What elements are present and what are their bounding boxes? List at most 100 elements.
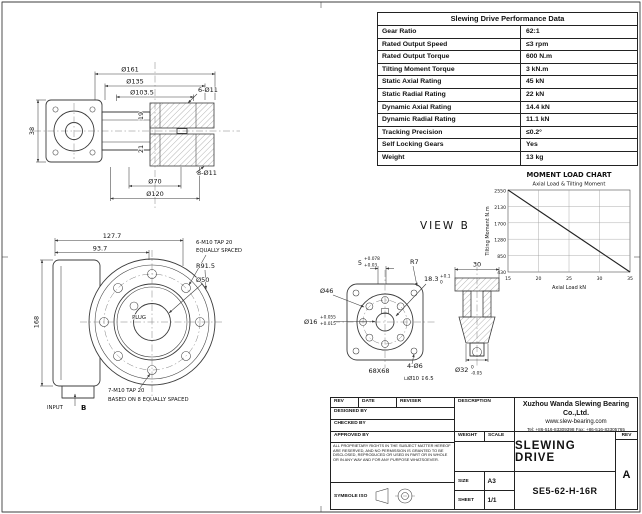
dim-168: 168 xyxy=(33,316,41,328)
row-value: 62:1 xyxy=(526,28,540,35)
row-value: 14.4 kN xyxy=(526,103,550,111)
chart-xtick-1: 20 xyxy=(536,276,542,282)
company-name: Xuzhou Wanda Slewing Bearing Co.,Ltd. xyxy=(522,401,630,417)
dim-19: 19 xyxy=(137,112,145,120)
table-row: Tracking Precision ≤0.2° xyxy=(378,126,637,140)
chart-moment-line xyxy=(507,189,631,273)
row-label: Self Locking Gears xyxy=(378,139,521,151)
dim-key-tol-dn: +0.03 xyxy=(364,263,377,269)
table-row: Static Axial Rating 45 kN xyxy=(378,76,637,89)
row-value: 3 kN.m xyxy=(526,65,549,73)
revision-column: REV A xyxy=(615,432,637,509)
size-value: A3 xyxy=(484,472,514,491)
rev-column-value: A xyxy=(622,468,631,481)
performance-table-title: Slewing Drive Performance Data xyxy=(378,13,637,26)
dim-d32: Ø32 xyxy=(455,366,468,374)
dim-4-holes: 4-Ø6 xyxy=(407,362,423,370)
chart-ytick-3: 1280 xyxy=(494,238,506,244)
dim-key-tol-up: +0.078 xyxy=(364,256,380,262)
chart-ytick-1: 2130 xyxy=(494,205,506,211)
note-7-m10: 7-M10 TAP 20 xyxy=(108,388,145,394)
side-section-view: Ø161 Ø135 Ø103.5 6-Ø11 38 19 21 Ø70 xyxy=(27,62,240,208)
part-number-row: SIZE A3 SHEET 1/1 SE5-62-H-16R xyxy=(455,472,615,509)
projection-symbol-icon xyxy=(376,488,416,504)
row-value: ≤3 rpm xyxy=(526,40,549,48)
row-value: ≤0.2° xyxy=(526,128,542,136)
chart-ytick-0: 2550 xyxy=(494,189,506,195)
dim-r91-5: R91.5 xyxy=(196,262,215,270)
dim-d32-tol-dn: -0.05 xyxy=(471,371,482,377)
row-label: Static Radial Rating xyxy=(378,88,521,101)
dim-d50: Ø50 xyxy=(196,276,209,284)
proprietary-notice: ALL PROPRIETARY RIGHTS IN THE SUBJECT MA… xyxy=(331,443,454,483)
row-label: Static Axial Rating xyxy=(378,76,521,88)
scale-label: SCALE xyxy=(488,433,505,438)
title-block-lower: WEIGHT SCALE SLEWING DRIVE SIZE A3 SHEET xyxy=(455,432,637,509)
dim-127-7: 127.7 xyxy=(103,232,122,240)
dim-d161: Ø161 xyxy=(121,66,139,74)
designed-by-cell: DESIGNED BY xyxy=(331,408,454,420)
weight-scale-values xyxy=(455,442,514,471)
sheet-label: SHEET xyxy=(455,490,485,509)
section-detail-view: 30 Ø32 0 -0.05 xyxy=(454,260,500,377)
row-value: 600 N.m xyxy=(526,53,553,61)
row-value: Yes xyxy=(526,141,538,149)
row-value: 45 kN xyxy=(526,78,545,86)
label-input: INPUT xyxy=(47,405,64,411)
chart-xlabel: Axial Load kN xyxy=(552,285,586,291)
table-row: Static Radial Rating 22 kN xyxy=(378,88,637,102)
date-header: DATE xyxy=(359,398,397,407)
company-contact: Tel: +86-516-83309398 Fax: +86-516-83305… xyxy=(527,427,625,432)
dim-d70: Ø70 xyxy=(148,178,161,186)
part-number: SE5-62-H-16R xyxy=(532,485,598,496)
chart-ytick-5: 430 xyxy=(497,270,506,276)
dim-counterbore: ⊔Ø10 ↧6.5 xyxy=(404,375,434,382)
note-6-m10: 6-M10 TAP 20 xyxy=(196,240,233,246)
dim-d32-tol-up: 0 xyxy=(471,365,474,371)
chart-subtitle: Axial Load & Tilting Moment xyxy=(533,182,606,188)
row-value: 11.1 kN xyxy=(526,116,550,124)
company-row: DESCRIPTION Xuzhou Wanda Slewing Bearing… xyxy=(455,398,637,432)
rev-column-label: REV xyxy=(616,432,637,440)
chart-ytick-2: 1700 xyxy=(494,221,506,227)
title-block: REV DATE REVISER DESIGNED BY CHECKED BY … xyxy=(330,397,638,510)
description-cell: DESCRIPTION xyxy=(455,398,515,431)
dim-d46: Ø46 xyxy=(320,287,333,295)
title-block-left: REV DATE REVISER DESIGNED BY CHECKED BY … xyxy=(331,398,455,509)
view-b: VIEW B 5 +0.078 xyxy=(303,220,470,383)
front-view: PLUG 127.7 93.7 168 6-M10 TAP 20 EQUALLY… xyxy=(32,231,243,412)
weight-scale-headers: WEIGHT SCALE xyxy=(455,432,514,442)
row-label: Rated Output Speed xyxy=(378,38,521,51)
dim-21: 21 xyxy=(137,145,145,153)
row-label: Tilting Moment Torque xyxy=(378,63,521,76)
chart-ylabel: Tilting Moment N.m xyxy=(485,206,491,256)
reviser-header: REVISER xyxy=(400,399,422,404)
dim-d16: Ø16 xyxy=(304,318,317,326)
row-label: Tracking Precision xyxy=(378,126,521,139)
rev-header: REV xyxy=(331,398,359,407)
table-row: Dynamic Radial Rating 11.1 kN xyxy=(378,114,637,127)
label-section-b: B xyxy=(81,404,86,412)
view-b-title: VIEW B xyxy=(420,220,470,232)
dim-38: 38 xyxy=(28,127,36,135)
dim-8-holes: 8-Ø11 xyxy=(197,169,217,177)
chart-xtick-0: 15 xyxy=(505,276,511,282)
revision-header-row: REV DATE REVISER xyxy=(331,398,454,408)
dim-d135: Ø135 xyxy=(126,78,144,86)
dim-18-3-tol-dn: 0 xyxy=(440,280,443,286)
checked-by-cell: CHECKED BY xyxy=(331,420,454,432)
row-value: 13 kg xyxy=(526,153,544,161)
row-label: Weight xyxy=(378,151,521,165)
row-value: 22 kN xyxy=(526,90,545,98)
drawing-title: SLEWING DRIVE xyxy=(515,439,576,464)
dim-r7: R7 xyxy=(410,258,419,266)
title-block-lower-main: WEIGHT SCALE SLEWING DRIVE SIZE A3 SHEET xyxy=(455,432,615,509)
row-label: Dynamic Radial Rating xyxy=(378,114,521,126)
dim-key-5: 5 xyxy=(358,259,362,267)
title-block-right: DESCRIPTION Xuzhou Wanda Slewing Bearing… xyxy=(455,398,637,509)
